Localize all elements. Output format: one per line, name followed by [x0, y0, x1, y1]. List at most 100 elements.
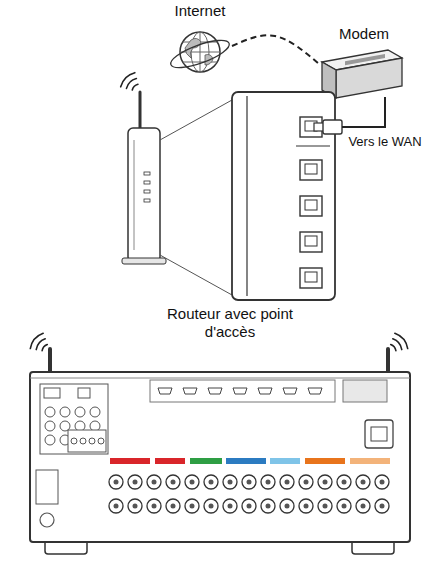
router-body — [128, 128, 160, 262]
speaker-band — [350, 458, 390, 464]
wifi-waves — [393, 339, 402, 350]
hdmi-port — [283, 388, 297, 394]
speaker-band — [155, 458, 185, 464]
speaker-terminal-core — [304, 480, 309, 485]
cable-plug — [323, 120, 342, 134]
speaker-band — [190, 458, 222, 464]
speaker-terminal-core — [228, 480, 233, 485]
rca-jack — [80, 438, 86, 444]
speaker-terminal — [204, 475, 218, 489]
ground-terminal — [40, 513, 54, 527]
speaker-terminal-core — [247, 480, 252, 485]
router-led — [144, 172, 150, 175]
speaker-terminal — [261, 475, 275, 489]
router-panel — [232, 92, 335, 300]
speaker-terminal-core — [380, 480, 385, 485]
node-label: Internet — [175, 2, 226, 21]
lan-port — [300, 268, 322, 288]
speaker-band — [110, 458, 150, 464]
speaker-terminal-core — [114, 480, 119, 485]
speaker-terminal-core — [190, 480, 195, 485]
speaker-terminal-core — [133, 504, 138, 509]
rca-jack — [90, 407, 100, 417]
router-led — [144, 199, 150, 202]
lan-port — [300, 232, 322, 252]
speaker-terminal — [318, 475, 332, 489]
zoom-line — [160, 255, 232, 295]
speaker-terminal — [204, 499, 218, 513]
speaker-terminal — [356, 475, 370, 489]
lan-port — [300, 196, 322, 216]
rca-jack — [45, 421, 55, 431]
optical-port — [78, 388, 90, 398]
router-base — [122, 258, 166, 264]
modem-icon-box: Modem — [318, 25, 410, 97]
speaker-terminal — [147, 475, 161, 489]
node-label: Routeur avec point d'accès — [148, 305, 313, 343]
router-edge — [134, 140, 135, 250]
speaker-terminal — [147, 499, 161, 513]
speaker-terminal — [128, 475, 142, 489]
wifi-waves — [395, 333, 408, 348]
speaker-terminal — [280, 475, 294, 489]
speaker-terminal — [223, 475, 237, 489]
router-antenna — [139, 92, 142, 128]
speaker-terminal — [375, 475, 389, 489]
speaker-terminal — [356, 499, 370, 513]
rca-jack — [98, 438, 104, 444]
hdmi-port — [158, 388, 172, 394]
speaker-terminal — [375, 499, 389, 513]
lan-port-inner — [305, 164, 317, 174]
receiver-body — [30, 372, 410, 542]
lan-port — [300, 160, 322, 180]
lan-port-inner — [305, 200, 317, 210]
port-label: Vers le WAN — [347, 134, 422, 150]
modem-icon — [322, 50, 402, 98]
speaker-terminal-core — [304, 504, 309, 509]
hdmi-port — [258, 388, 272, 394]
speaker-terminal-core — [285, 480, 290, 485]
receiver-lip — [30, 378, 410, 379]
speaker-terminal — [109, 475, 123, 489]
wifi-waves — [121, 73, 135, 87]
speaker-terminal-core — [285, 504, 290, 509]
router-led — [144, 190, 150, 193]
speaker-terminal — [185, 475, 199, 489]
speaker-terminal-core — [209, 504, 214, 509]
speaker-band — [305, 458, 345, 464]
speaker-terminal-core — [323, 480, 328, 485]
speaker-terminal — [318, 499, 332, 513]
speaker-terminal-core — [114, 504, 119, 509]
speaker-terminal-core — [266, 504, 271, 509]
speaker-terminal — [166, 475, 180, 489]
rca-jack — [45, 435, 55, 445]
network-cable — [342, 97, 385, 127]
panel-divider — [296, 145, 330, 146]
panel-divider — [246, 96, 247, 296]
speaker-terminal-core — [190, 504, 195, 509]
speaker-terminal — [242, 499, 256, 513]
rca-jack — [45, 407, 55, 417]
rca-jack — [71, 438, 77, 444]
speaker-terminal — [109, 499, 123, 513]
wifi-waves — [132, 84, 138, 90]
speaker-terminal-core — [133, 480, 138, 485]
speaker-terminal-core — [247, 504, 252, 509]
node-label: Modem — [339, 25, 389, 44]
speaker-terminal-core — [361, 504, 366, 509]
speaker-terminal-core — [323, 504, 328, 509]
ac-inlet — [365, 420, 393, 448]
internet-link — [232, 35, 318, 63]
speaker-terminal-core — [152, 504, 157, 509]
hdmi-port — [308, 388, 322, 394]
speaker-terminal — [242, 475, 256, 489]
globe-icon — [168, 32, 232, 73]
router-box: Routeur avec point d'accès — [118, 80, 342, 342]
speaker-terminal — [223, 499, 237, 513]
speaker-terminal-core — [171, 480, 176, 485]
wifi-waves — [30, 333, 43, 348]
ac-inlet-inner — [371, 427, 387, 441]
input-block — [40, 384, 108, 454]
